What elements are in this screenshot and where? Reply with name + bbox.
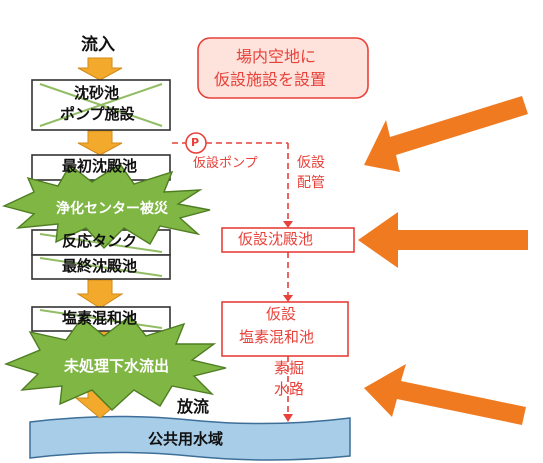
temporary-chlorine-label-2: 塩素混和池 [239, 328, 315, 346]
discharge-label: 放流 [177, 397, 210, 416]
temporary-piping [172, 142, 289, 420]
callout-line-2: 仮設施設を設置 [214, 70, 327, 89]
callout-box [197, 37, 369, 99]
excavated-channel-label-1: 素掘 [274, 359, 305, 377]
pointer-arrow-sedimentation [358, 212, 528, 268]
temporary-pump-label: 仮設ポンプ [193, 156, 258, 171]
piping-arrowheads [283, 221, 293, 422]
chlorine-mixing-label: 塩素混和池 [62, 309, 138, 327]
burst-untreated-outflow [3, 315, 227, 411]
inflow-arrow [77, 57, 123, 81]
callout-line-1: 場内空地に [236, 47, 317, 66]
temporary-sedimentation-box [221, 227, 355, 253]
reaction-tank-label: 反応タンク [62, 232, 138, 250]
pointer-arrows [358, 96, 528, 425]
grit-chamber-label-2: ポンプ施設 [60, 105, 135, 123]
temporary-piping-label-1: 仮設 [297, 155, 325, 171]
temporary-chlorine-label-1: 仮設 [266, 305, 297, 323]
primary-sedimentation-label: 最初沈殿池 [62, 157, 138, 175]
pointer-arrow-channel [364, 364, 526, 425]
flow-arrow-1 [77, 130, 123, 156]
excavated-channel-label-2: 水路 [274, 380, 305, 398]
public-water-label: 公共用水域 [148, 430, 224, 448]
flow-arrow-2 [76, 279, 124, 309]
burst-untreated-outflow-label: 未処理下水流出 [64, 357, 170, 375]
temporary-piping-label-2: 配管 [297, 175, 325, 191]
burst-center-damaged [1, 163, 211, 250]
burst-center-damaged-label: 浄化センター被災 [56, 201, 168, 217]
public-water-shape [29, 415, 351, 461]
inflow-label: 流入 [81, 35, 115, 55]
pump-marker-label: P [191, 136, 200, 149]
temporary-chlorine-box [221, 301, 349, 357]
temporary-sedimentation-label: 仮設沈殿池 [238, 230, 314, 248]
pointer-arrow-piping [364, 96, 528, 172]
final-sedimentation-label: 最終沈殿池 [62, 257, 138, 275]
grit-chamber-label-1: 沈砂池 [74, 84, 120, 102]
